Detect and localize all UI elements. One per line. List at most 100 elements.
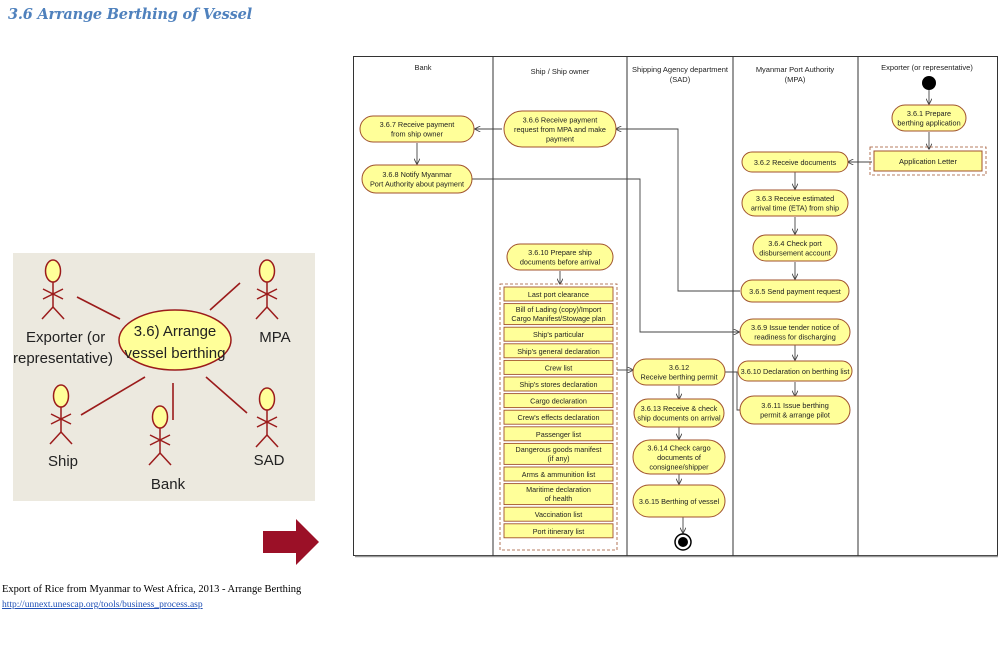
activity-label: 3.6.10 Declaration on berthing list — [741, 367, 850, 376]
activity-label: 3.6.9 Issue tender notice of — [751, 323, 840, 332]
ship-document-label: Cargo Manifest/Stowage plan — [511, 314, 605, 323]
activity-label: 3.6.5 Send payment request — [749, 287, 841, 296]
use-case-ellipse — [118, 309, 232, 371]
application-letter-label: Application Letter — [899, 157, 957, 166]
activity-label: 3.6.7 Receive payment — [380, 120, 455, 129]
ship-document-label: Ship's particular — [533, 330, 585, 339]
actor-mpa-icon — [255, 259, 279, 320]
ship-document-label: Cargo declaration — [530, 397, 587, 406]
ship-document-item: Ship's stores declaration — [503, 376, 614, 392]
activity-label: ship documents on arrival — [637, 414, 721, 423]
ship-document-label: Maritime declaration — [526, 485, 591, 494]
ship-document-item: Vaccination list — [503, 506, 614, 522]
application-letter-frame — [869, 146, 987, 176]
figure-caption: Export of Rice from Myanmar to West Afri… — [2, 584, 302, 595]
activity-label: arrival time (ETA) from ship — [751, 204, 839, 213]
actor-label-mpa: MPA — [259, 329, 290, 346]
ship-document-label: of health — [545, 494, 573, 503]
ship-document-label: Passenger list — [536, 430, 581, 439]
actor-label-sad: SAD — [254, 452, 285, 469]
ship-document-label: Crew's effects declaration — [518, 413, 600, 422]
use-case-diagram: 3.6) Arrange vessel berthing Exporter (o… — [13, 253, 315, 501]
ship-document-item: Dangerous goods manifest(if any) — [503, 442, 614, 465]
activity-diagram: Bank Ship / Ship owner Shipping Agency d… — [353, 56, 998, 558]
ship-document-label: Dangerous goods manifest — [516, 445, 602, 454]
lane-header-exporter: Exporter (or representative) — [881, 63, 973, 72]
use-case-label-line1: 3.6) Arrange — [134, 323, 217, 340]
activity-a365: 3.6.5 Send payment request — [740, 279, 850, 303]
activity-label: 3.6.11 Issue berthing — [761, 401, 829, 410]
ship-documents-frame — [499, 283, 618, 551]
activity-label: 3.6.8 Notify Myanmar — [382, 170, 452, 179]
actor-label-ship: Ship — [48, 453, 78, 470]
actor-sad-icon — [255, 387, 279, 448]
ship-document-item: Port itinerary list — [503, 523, 614, 539]
ship-document-label: Last port clearance — [528, 290, 589, 299]
activity-label: 3.6.13 Receive & check — [641, 404, 718, 413]
activity-label: readiness for discharging — [754, 333, 836, 342]
ship-document-label: Arms & ammunition list — [522, 470, 596, 479]
activity-label: 3.6.3 Receive estimated — [756, 194, 834, 203]
lane-header-bank: Bank — [414, 63, 431, 72]
activity-label: documents before arrival — [520, 258, 601, 267]
activity-a3615: 3.6.15 Berthing of vessel — [632, 484, 726, 518]
actor-bank-icon — [148, 405, 172, 466]
activity-label: 3.6.6 Receive payment — [523, 115, 598, 124]
activity-label: 3.6.10 Prepare ship — [528, 248, 592, 257]
activity-label: request from MPA and make — [514, 125, 606, 134]
activity-label: documents of — [657, 453, 702, 462]
ship-document-label: Ship's stores declaration — [519, 380, 597, 389]
activity-label: 3.6.12 — [669, 363, 689, 372]
lane-header-sad-2: (SAD) — [670, 75, 691, 84]
activity-label: permit & arrange pilot — [760, 411, 830, 420]
lane-header-mpa-1: Myanmar Port Authority — [756, 65, 835, 74]
ship-document-item: Ship's general declaration — [503, 343, 614, 359]
actor-label-exporter-1: Exporter (or — [26, 329, 105, 346]
application-letter-box — [873, 150, 983, 172]
actor-exporter-icon — [41, 259, 65, 320]
lane-dividers — [492, 56, 859, 556]
ship-document-item: Crew list — [503, 359, 614, 375]
section-heading: 3.6 Arrange Berthing of Vessel — [8, 6, 252, 23]
ship-document-item: Passenger list — [503, 426, 614, 442]
lane-header-mpa-2: (MPA) — [785, 75, 806, 84]
activity-label: berthing application — [897, 119, 960, 128]
activity-label: Receive berthing permit — [640, 373, 717, 382]
source-link[interactable]: http://unnext.unescap.org/tools/business… — [2, 600, 203, 610]
lane-header-sad-1: Shipping Agency department — [632, 65, 729, 74]
ship-document-label: Bill of Lading (copy)/Import — [516, 305, 602, 314]
ship-document-item: Crew's effects declaration — [503, 409, 614, 425]
activity-label: 3.6.2 Receive documents — [754, 158, 837, 167]
activity-label: Port Authority about payment — [370, 180, 464, 189]
start-node-icon — [922, 76, 936, 90]
right-arrow-icon — [263, 519, 319, 565]
activity-label: from ship owner — [391, 130, 443, 139]
actor-label-exporter-2: representative) — [13, 350, 113, 367]
ship-document-label: (if any) — [548, 454, 570, 463]
ship-document-item: Ship's particular — [503, 326, 614, 342]
lane-header-ship: Ship / Ship owner — [531, 67, 590, 76]
use-case-label-line2: vessel berthing — [125, 345, 226, 362]
activity-label: 3.6.14 Check cargo — [647, 443, 710, 452]
ship-document-item: Arms & ammunition list — [503, 466, 614, 482]
ship-document-label: Crew list — [545, 363, 573, 372]
activity-label: consignee/shipper — [649, 462, 709, 471]
activity-label: 3.6.1 Prepare — [907, 109, 951, 118]
ship-document-label: Ship's general declaration — [517, 347, 599, 356]
ship-document-item: Last port clearance — [503, 286, 614, 302]
activity-label: payment — [546, 134, 574, 143]
activity-label: 3.6.15 Berthing of vessel — [639, 497, 720, 506]
ship-document-label: Vaccination list — [535, 510, 582, 519]
